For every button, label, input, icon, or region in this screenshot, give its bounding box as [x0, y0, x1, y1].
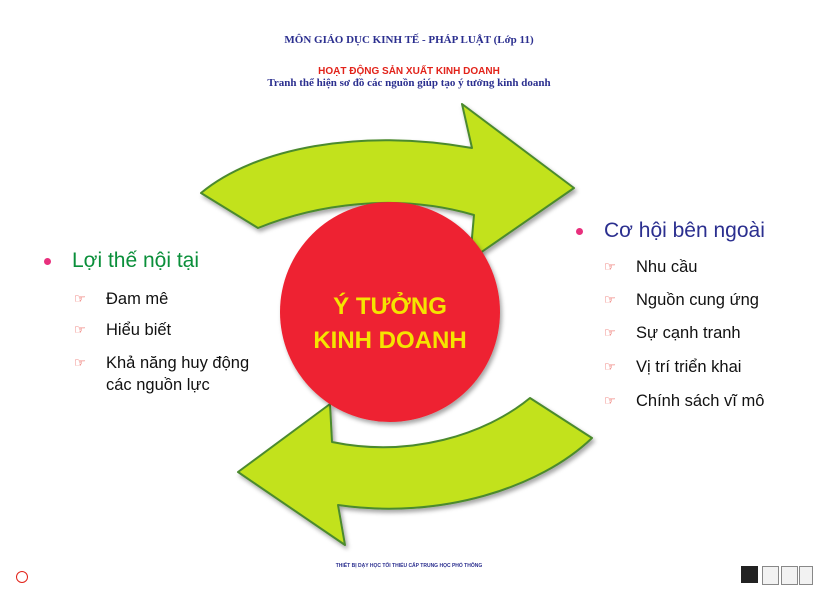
footer-title: THIẾT BỊ DẠY HỌC TỐI THIỂU CẤP TRUNG HỌC… — [335, 563, 483, 569]
pointing-hand-icon: ☞ — [604, 359, 616, 374]
badge-icon — [799, 566, 813, 585]
left-item: ☞ Khả năng huy động các nguồn lực — [74, 354, 250, 394]
qr-code-icon — [741, 566, 758, 583]
dot-icon — [576, 227, 583, 235]
topic-title: HOẠT ĐỘNG SẢN XUẤT KINH DOANH — [318, 66, 500, 77]
pointing-hand-icon: ☞ — [74, 291, 86, 306]
bottom-arrow — [237, 397, 593, 546]
left-group-title: Lợi thế nội tại — [44, 249, 199, 273]
right-title-text: Cơ hội bên ngoài — [604, 219, 765, 242]
center-line-2: KINH DOANH — [313, 327, 467, 354]
pointing-hand-icon: ☞ — [604, 393, 616, 408]
pointing-hand-icon: ☞ — [604, 325, 616, 340]
dot-icon — [44, 257, 51, 265]
badge-icon — [762, 566, 779, 585]
left-item: ☞ Đam mê — [74, 290, 169, 308]
pointing-hand-icon: ☞ — [604, 292, 616, 307]
right-group-title: Cơ hội bên ngoài — [576, 219, 765, 243]
right-item: ☞ Vị trí triển khai — [604, 358, 742, 376]
pointing-hand-icon: ☞ — [74, 355, 86, 370]
center-line-1: Ý TƯỞNG — [333, 293, 447, 320]
subject-title: MÔN GIÁO DỤC KINH TẾ - PHÁP LUẬT (Lớp 11… — [284, 34, 534, 46]
top-arrow — [200, 103, 575, 261]
center-circle — [280, 202, 500, 422]
right-item: ☞ Sự cạnh tranh — [604, 324, 741, 342]
center-label: Ý TƯỞNG KINH DOANH — [280, 290, 500, 358]
badge-icon — [781, 566, 798, 585]
right-item: ☞ Nguồn cung ứng — [604, 291, 759, 309]
publisher-logo — [16, 571, 28, 583]
right-item: ☞ Chính sách vĩ mô — [604, 392, 765, 410]
caption: Tranh thể hiện sơ đồ các nguồn giúp tạo … — [267, 77, 551, 89]
pointing-hand-icon: ☞ — [74, 322, 86, 337]
right-item: ☞ Nhu cầu — [604, 258, 698, 276]
pointing-hand-icon: ☞ — [604, 259, 616, 274]
left-item: ☞ Hiểu biết — [74, 321, 172, 339]
left-title-text: Lợi thế nội tại — [72, 249, 200, 272]
